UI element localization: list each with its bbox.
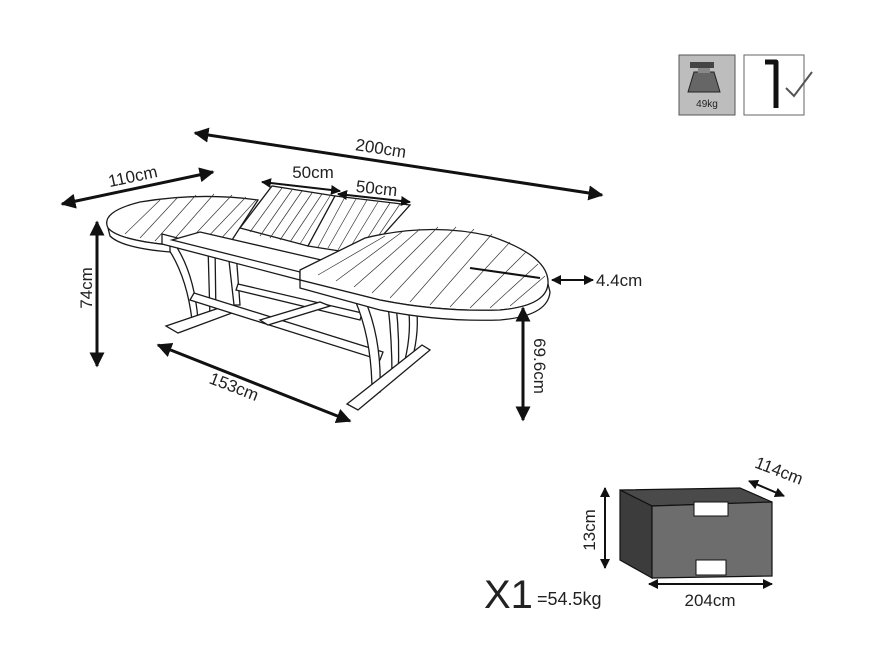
- package-box: [619, 487, 773, 580]
- width-arrow: [60, 167, 215, 209]
- package-length-label: 204cm: [684, 591, 735, 610]
- length-arrow: [193, 127, 604, 201]
- package-height-label: 13cm: [580, 509, 599, 551]
- height-label: 74cm: [77, 267, 96, 309]
- width-label: 110cm: [107, 162, 160, 191]
- allen-key-included-icon: [743, 54, 813, 116]
- extension-2-arrow: [337, 190, 411, 206]
- base-length-arrow: [156, 342, 352, 424]
- table-illustration: [106, 185, 551, 411]
- clearance-label: 69.6cm: [530, 338, 549, 394]
- package-count: X1: [484, 573, 533, 617]
- package-weight: =54.5kg: [537, 589, 602, 609]
- package-depth-label: 114cm: [752, 453, 805, 489]
- weight-capacity-icon: 49kg: [678, 54, 736, 116]
- extension-1-arrow: [261, 178, 341, 195]
- extension-1-label: 50cm: [292, 163, 334, 182]
- thickness-label: 4.4cm: [596, 271, 642, 290]
- weight-label: 49kg: [696, 99, 718, 110]
- package-depth-arrow: [748, 479, 785, 498]
